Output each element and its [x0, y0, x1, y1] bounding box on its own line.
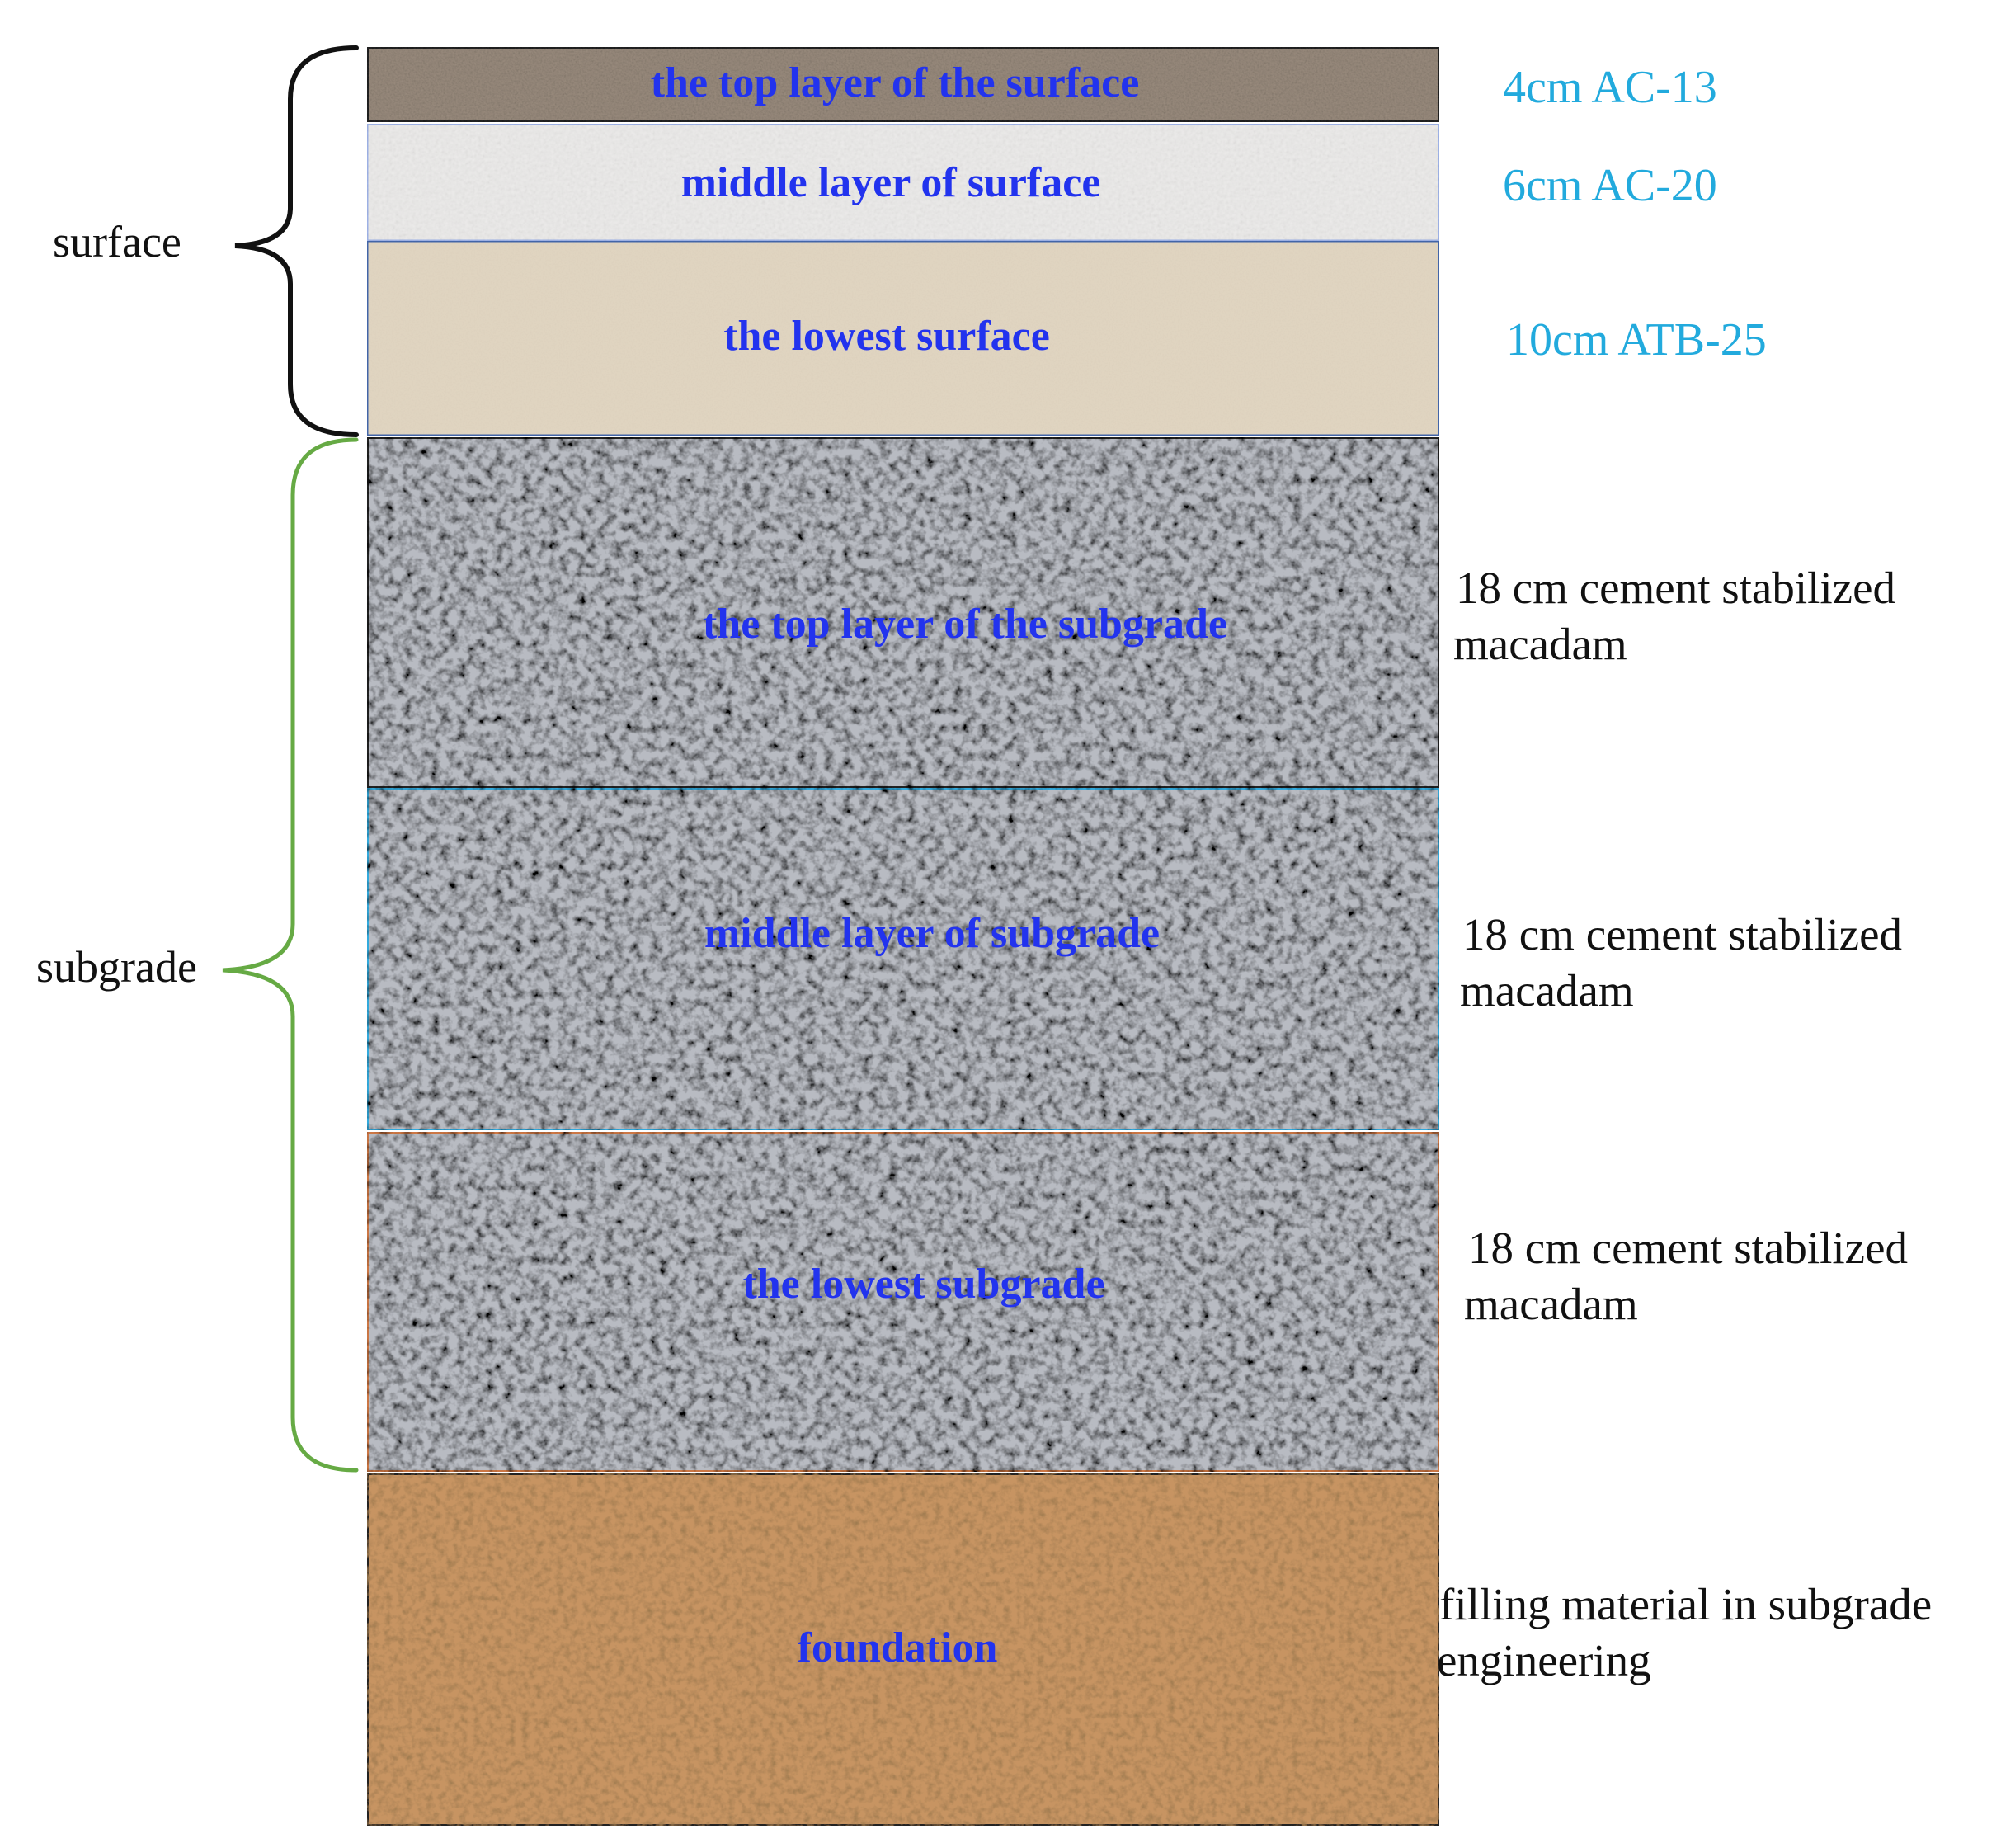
layer-spec-continued: macadam: [1464, 1279, 1638, 1329]
layer-label: the lowest subgrade: [742, 1261, 1104, 1308]
layer-spec: 18 cm cement stabilized: [1468, 1223, 1908, 1273]
layer-label: the top layer of the subgrade: [703, 601, 1227, 648]
top-surface-layer: [365, 45, 1441, 124]
layer-spec-continued: engineering: [1437, 1635, 1651, 1685]
layer-spec: 4cm AC-13: [1503, 62, 1717, 113]
layer-label: the lowest surface: [723, 313, 1050, 360]
layer-spec-continued: macadam: [1460, 965, 1634, 1016]
layer-label: middle layer of surface: [681, 159, 1101, 206]
layer-labels: the top layer of the surface middle laye…: [651, 59, 1227, 1671]
foundation-layer: [365, 1472, 1441, 1827]
lowest-subgrade-layer: [365, 1130, 1441, 1473]
middle-surface-layer: [365, 122, 1441, 243]
layer-spec: filling material in subgrade: [1439, 1579, 1932, 1629]
middle-subgrade-layer: [365, 786, 1441, 1132]
layer-label: middle layer of subgrade: [704, 910, 1160, 957]
layer-label: foundation: [798, 1624, 998, 1671]
subgrade-brace: [222, 437, 359, 1473]
layer-spec: 18 cm cement stabilized: [1462, 909, 1902, 959]
subgrade-group-label: subgrade: [36, 942, 197, 992]
surface-brace: [234, 45, 359, 437]
layer-spec-continued: macadam: [1453, 619, 1627, 669]
layer-specs: 4cm AC-13 6cm AC-20 10cm ATB-25 18 cm ce…: [1437, 62, 1932, 1685]
layer-spec: 6cm AC-20: [1503, 160, 1717, 211]
layer-spec: 10cm ATB-25: [1506, 314, 1767, 365]
surface-group-label: surface: [53, 217, 181, 266]
lowest-surface-layer: [365, 239, 1441, 437]
layer-stack: [365, 45, 1441, 1827]
layer-spec: 18 cm cement stabilized: [1456, 563, 1895, 613]
layer-label: the top layer of the surface: [651, 59, 1140, 106]
top-subgrade-layer: [365, 436, 1441, 790]
